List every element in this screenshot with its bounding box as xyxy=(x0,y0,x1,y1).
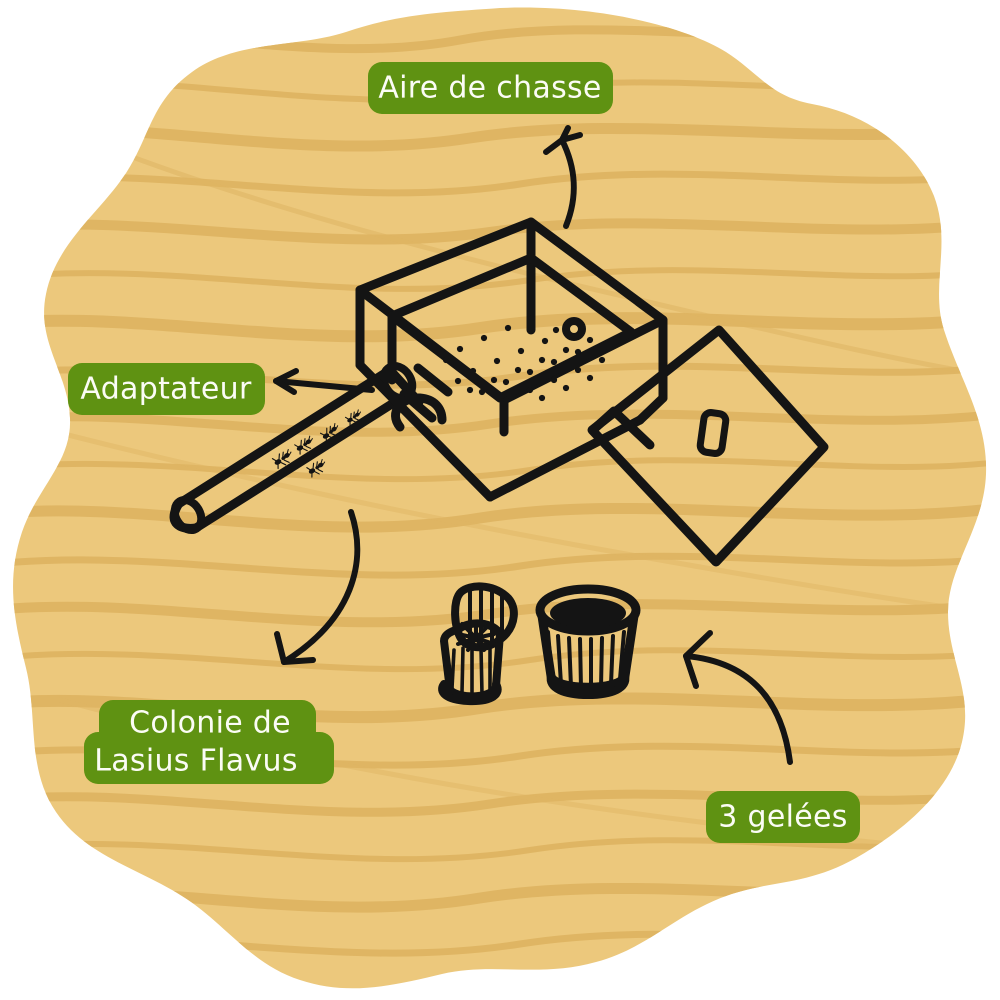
jelly-cup-filled xyxy=(535,584,641,699)
arrow-to-adapter xyxy=(273,368,375,395)
box-lid xyxy=(587,325,829,567)
arrow-to-hunting-area xyxy=(543,125,583,229)
badge-colony-label-line1: Colonie de xyxy=(129,706,291,741)
lid-handle-slot xyxy=(696,409,730,457)
badge-hunting-area[interactable]: Aire de chasse xyxy=(368,62,613,114)
badge-jellies-bg xyxy=(706,791,860,843)
badge-colony-label-line2: Lasius Flavus xyxy=(94,744,298,779)
jelly-cup-open xyxy=(438,582,518,706)
badge-jellies-label: 3 gelées xyxy=(718,800,847,835)
perforated-floor xyxy=(442,314,606,404)
badge-adapter-label: Adaptateur xyxy=(80,372,252,407)
jelly-foil-seal xyxy=(456,620,496,652)
badge-hunting-area-label: Aire de chasse xyxy=(378,71,601,106)
badge-hunting-area-bg xyxy=(368,62,613,114)
badge-adapter[interactable]: Adaptateur xyxy=(68,363,265,415)
badge-colony-bg xyxy=(84,700,334,784)
badge-adapter-bg xyxy=(68,363,265,415)
arrow-to-colony xyxy=(274,509,361,665)
arrow-to-jellies xyxy=(683,630,793,765)
badge-colony[interactable]: Colonie de Lasius Flavus xyxy=(84,700,334,784)
ant-colony-inside-tube xyxy=(271,409,361,478)
hunting-area-box xyxy=(355,217,668,502)
vent-hole-icon xyxy=(562,317,586,341)
badge-jellies[interactable]: 3 gelées xyxy=(706,791,860,843)
